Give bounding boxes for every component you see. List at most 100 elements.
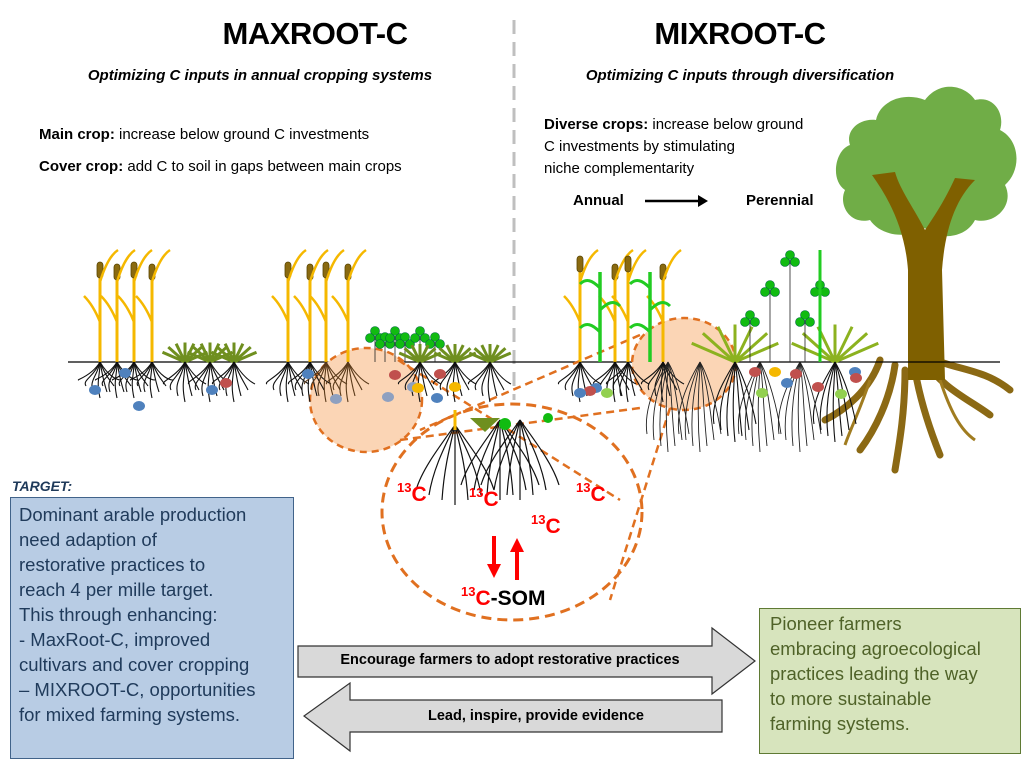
main-crop-line: Main crop: increase below ground C inves… xyxy=(39,126,369,143)
root-icon xyxy=(677,361,722,453)
root-icon xyxy=(605,361,650,403)
root-icon xyxy=(129,361,174,399)
soil-particle xyxy=(790,369,802,379)
isotope-label: 13C xyxy=(576,480,606,506)
wheat-icon xyxy=(309,248,345,362)
diverse-crops-label: Diverse crops: xyxy=(544,116,649,133)
soil-particle xyxy=(220,378,232,388)
soil-particle xyxy=(431,393,443,403)
root-icon xyxy=(287,361,332,403)
target-line: for mixed farming systems. xyxy=(19,704,241,725)
soil-particle xyxy=(749,367,761,377)
wheat-icon xyxy=(611,248,647,362)
inset-root-icon xyxy=(415,410,560,505)
soil-particle xyxy=(769,367,781,377)
main-crop-label: Main crop: xyxy=(39,126,115,143)
root-icon xyxy=(397,361,442,403)
clover-icon xyxy=(780,250,800,362)
soil-particle xyxy=(449,382,461,392)
wheat-icon xyxy=(331,248,367,362)
wheat-icon xyxy=(646,248,682,362)
encourage-arrow-label: Encourage farmers to adopt restorative p… xyxy=(340,652,680,668)
cover-crop-line: Cover crop: add C to soil in gaps betwee… xyxy=(39,158,402,175)
soil-particle xyxy=(206,385,218,395)
wheat-icon xyxy=(293,248,329,362)
clover-icon xyxy=(740,310,760,362)
soil-particle xyxy=(119,368,131,378)
root-icon xyxy=(211,361,256,403)
annual-label: Annual xyxy=(573,192,624,209)
soil-particle xyxy=(412,383,424,393)
root-icon xyxy=(265,361,310,403)
soil-particle xyxy=(574,388,586,398)
target-line: need adaption of xyxy=(19,529,157,550)
isotope-label: 13C xyxy=(397,480,427,506)
soil-particle xyxy=(601,388,613,398)
target-line: This through enhancing: xyxy=(19,604,218,625)
pioneer-line: farming systems. xyxy=(770,713,910,734)
soil-particle xyxy=(756,388,768,398)
maxroot-title: MAXROOT-C xyxy=(222,16,408,51)
target-line: reach 4 per mille target. xyxy=(19,579,214,600)
soil-particle xyxy=(584,386,596,396)
inset-clover-icon xyxy=(543,413,553,423)
perennial-label: Perennial xyxy=(746,192,814,209)
grass-icon xyxy=(210,342,258,364)
lead-arrow-label: Lead, inspire, provide evidence xyxy=(428,708,644,724)
soil-particles xyxy=(89,367,862,411)
soil-particle xyxy=(89,385,101,395)
root-icon xyxy=(812,361,857,443)
mixroot-title: MIXROOT-C xyxy=(654,16,826,51)
wheat-icon xyxy=(135,248,171,362)
som-label: 13C-SOM xyxy=(461,584,546,610)
wheat-icon xyxy=(100,248,136,362)
root-icon xyxy=(94,361,139,399)
inset-clover-icon xyxy=(499,418,511,430)
root-icon xyxy=(467,361,512,403)
pioneer-box: Pioneer farmers embracing agroecological… xyxy=(759,608,1021,754)
target-line: – MIXROOT-C, opportunities xyxy=(19,679,256,700)
root-icon xyxy=(640,361,685,403)
root-icon xyxy=(712,361,757,443)
target-label: TARGET: xyxy=(12,478,73,494)
gradient-arrow-head-icon xyxy=(698,195,708,207)
inset-leaf-icon xyxy=(470,418,500,432)
target-line: restorative practices to xyxy=(19,554,206,575)
lead-arrow xyxy=(302,681,723,753)
root-icon xyxy=(162,361,207,403)
tree-icon xyxy=(821,86,1017,474)
wheat-icon xyxy=(563,248,599,362)
pioneer-line: embracing agroecological xyxy=(770,638,981,659)
grass-icon xyxy=(691,324,779,364)
root-icon xyxy=(645,361,690,453)
diverse-line-1: increase below ground xyxy=(648,116,804,133)
root-icon xyxy=(325,361,370,403)
soil-particle xyxy=(330,394,342,404)
maize-icon xyxy=(578,272,622,362)
clover-icon xyxy=(395,332,415,362)
wheat-icon xyxy=(598,248,634,362)
soil-particle xyxy=(812,382,824,392)
isotope-label: 13C xyxy=(531,512,561,538)
arrow-up-icon xyxy=(510,538,524,552)
root-systems xyxy=(77,361,857,505)
cover-crop-text: add C to soil in gaps between main crops xyxy=(123,158,402,175)
wheat-icon xyxy=(83,248,119,362)
grass-icon xyxy=(468,344,512,364)
diverse-crops-text: Diverse crops: increase below ground C i… xyxy=(544,114,864,180)
arrow-down-icon xyxy=(487,564,501,578)
crop-plants xyxy=(83,248,879,364)
clover-icon xyxy=(760,280,780,362)
soil-particle xyxy=(850,373,862,383)
soil-particle xyxy=(835,389,847,399)
target-line: - MaxRoot-C, improved xyxy=(19,629,211,650)
mixroot-subtitle: Optimizing C inputs through diversificat… xyxy=(585,67,895,84)
soil-particle xyxy=(434,369,446,379)
root-icon xyxy=(77,361,122,399)
diverse-line-2: C investments by stimulating xyxy=(544,138,735,155)
pioneer-line: to more sustainable xyxy=(770,688,932,709)
maxroot-subtitle: Optimizing C inputs in annual cropping s… xyxy=(87,67,433,84)
maize-icon xyxy=(628,272,672,362)
target-line: Dominant arable production xyxy=(19,504,247,525)
